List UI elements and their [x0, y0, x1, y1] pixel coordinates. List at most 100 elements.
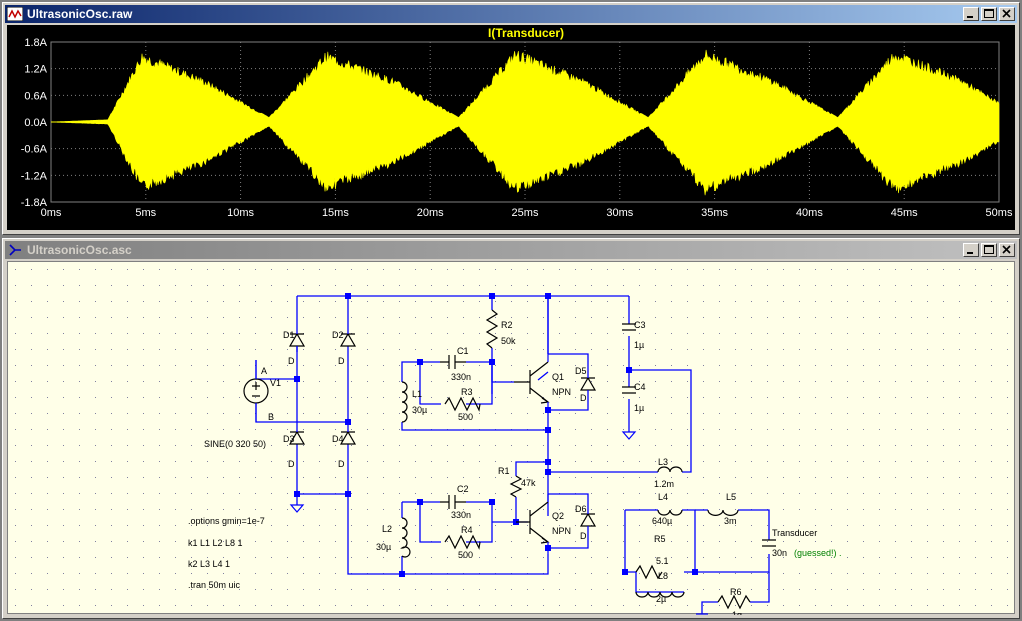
- q1-label[interactable]: Q1: [552, 372, 564, 382]
- l5-label[interactable]: L5: [726, 492, 736, 502]
- c3-label[interactable]: C3: [634, 320, 646, 330]
- directive-tran[interactable]: .tran 50m uic: [188, 580, 241, 590]
- r6-value[interactable]: 1g: [732, 610, 742, 620]
- q2-value[interactable]: NPN: [552, 526, 571, 536]
- waveform-window-title: UltrasonicOsc.raw: [27, 7, 133, 21]
- r5-value[interactable]: 5.1: [656, 556, 669, 566]
- x-tick-label: 45ms: [891, 207, 918, 219]
- dot-grid: [8, 262, 1016, 615]
- l4-value[interactable]: 640µ: [652, 516, 672, 526]
- transducer-value[interactable]: 30n: [772, 548, 787, 558]
- waveform-icon: [7, 7, 23, 21]
- l1-value[interactable]: 30µ: [412, 405, 427, 415]
- d5-value[interactable]: D: [580, 393, 587, 403]
- voltage-source-v1[interactable]: [243, 360, 269, 422]
- net-label-a[interactable]: A: [261, 366, 267, 376]
- l5-value[interactable]: 3m: [724, 516, 737, 526]
- d5-label[interactable]: D5: [575, 366, 587, 376]
- x-tick-label: 20ms: [417, 207, 444, 219]
- trace-i-transducer[interactable]: [51, 49, 1000, 196]
- l8-value[interactable]: 2µ: [656, 594, 666, 604]
- minimize-button[interactable]: [963, 243, 979, 257]
- maximize-button[interactable]: [981, 243, 997, 257]
- l4-label[interactable]: L4: [658, 492, 668, 502]
- d6-label[interactable]: D6: [575, 504, 587, 514]
- resistor-symbols: [444, 309, 751, 610]
- net-label-b[interactable]: B: [268, 412, 274, 422]
- transducer-note[interactable]: (guessed!) .: [794, 548, 842, 558]
- l3-value[interactable]: 1.2m: [654, 479, 674, 489]
- x-tick-label: 40ms: [796, 207, 823, 219]
- minimize-icon: [967, 16, 973, 18]
- l2-label[interactable]: L2: [382, 524, 392, 534]
- schematic-drawing[interactable]: D1 D D2 D D3 D D4 D D5 D D6 D A B V1 SIN…: [8, 262, 1016, 620]
- l8-label[interactable]: L8: [658, 571, 668, 581]
- d6-value[interactable]: D: [580, 531, 587, 541]
- x-tick-label: 30ms: [606, 207, 633, 219]
- y-tick-label: 0.0A: [24, 117, 47, 129]
- x-tick-label: 25ms: [512, 207, 539, 219]
- r4-value[interactable]: 500: [458, 550, 473, 560]
- capacitor-symbols: [440, 323, 776, 547]
- r3-label[interactable]: R3: [461, 387, 473, 397]
- l2-value[interactable]: 30µ: [376, 542, 391, 552]
- schematic-icon: [9, 244, 21, 256]
- c2-value[interactable]: 330n: [451, 510, 471, 520]
- maximize-icon: [984, 9, 994, 18]
- d4-value[interactable]: D: [338, 459, 345, 469]
- l1-label[interactable]: L1: [412, 389, 422, 399]
- v1-label[interactable]: V1: [270, 378, 281, 388]
- waveform-titlebar[interactable]: UltrasonicOsc.raw: [5, 5, 1017, 23]
- transducer-label[interactable]: Transducer: [772, 528, 817, 538]
- r1-value[interactable]: 47k: [521, 478, 536, 488]
- schematic-window-title: UltrasonicOsc.asc: [27, 243, 132, 257]
- close-icon: [1002, 9, 1011, 18]
- directive-options[interactable]: .options gmin=1e-7: [188, 516, 265, 526]
- c3-value[interactable]: 1µ: [634, 340, 644, 350]
- x-tick-label: 0ms: [41, 207, 62, 219]
- r3-value[interactable]: 500: [458, 412, 473, 422]
- schematic-canvas[interactable]: D1 D D2 D D3 D D4 D D5 D D6 D A B V1 SIN…: [7, 261, 1016, 620]
- d3-label[interactable]: D3: [283, 434, 295, 444]
- r4-label[interactable]: R4: [461, 525, 473, 535]
- q1-value[interactable]: NPN: [552, 387, 571, 397]
- minimize-button[interactable]: [963, 7, 979, 21]
- y-tick-label: 1.2A: [24, 64, 47, 76]
- trace-label[interactable]: I(Transducer): [488, 26, 564, 40]
- q2-label[interactable]: Q2: [552, 511, 564, 521]
- r6-label[interactable]: R6: [730, 587, 742, 597]
- ground-symbols: [289, 431, 708, 615]
- v1-value[interactable]: SINE(0 320 50): [204, 439, 266, 449]
- maximize-button[interactable]: [981, 7, 997, 21]
- d3-value[interactable]: D: [288, 459, 295, 469]
- d1-label[interactable]: D1: [283, 330, 295, 340]
- d1-value[interactable]: D: [288, 356, 295, 366]
- c1-label[interactable]: C1: [457, 346, 469, 356]
- directive-k2[interactable]: k2 L3 L4 1: [188, 559, 230, 569]
- d4-label[interactable]: D4: [332, 434, 344, 444]
- close-button[interactable]: [999, 243, 1015, 257]
- d2-value[interactable]: D: [338, 356, 345, 366]
- x-tick-label: 5ms: [135, 207, 156, 219]
- inductor-symbols: [400, 381, 739, 598]
- close-button[interactable]: [999, 7, 1015, 21]
- waveform-chart[interactable]: I(Transducer) 1.8A1.2A0.6A0.0A-0.6A-1.2A…: [7, 25, 1017, 232]
- r1-label[interactable]: R1: [498, 466, 510, 476]
- c2-label[interactable]: C2: [457, 484, 469, 494]
- r2-value[interactable]: 50k: [501, 336, 516, 346]
- r2-label[interactable]: R2: [501, 320, 513, 330]
- d2-label[interactable]: D2: [332, 330, 344, 340]
- c4-label[interactable]: C4: [634, 382, 646, 392]
- l3-label[interactable]: L3: [658, 457, 668, 467]
- c1-value[interactable]: 330n: [451, 372, 471, 382]
- directive-k1[interactable]: k1 L1 L2 L8 1: [188, 538, 243, 548]
- schematic-window: UltrasonicOsc.asc: [2, 238, 1020, 620]
- r5-label[interactable]: R5: [654, 534, 666, 544]
- x-tick-label: 10ms: [227, 207, 254, 219]
- x-tick-label: 35ms: [701, 207, 728, 219]
- y-tick-label: -1.2A: [21, 170, 48, 182]
- c4-value[interactable]: 1µ: [634, 403, 644, 413]
- schematic-titlebar[interactable]: UltrasonicOsc.asc: [5, 241, 1017, 259]
